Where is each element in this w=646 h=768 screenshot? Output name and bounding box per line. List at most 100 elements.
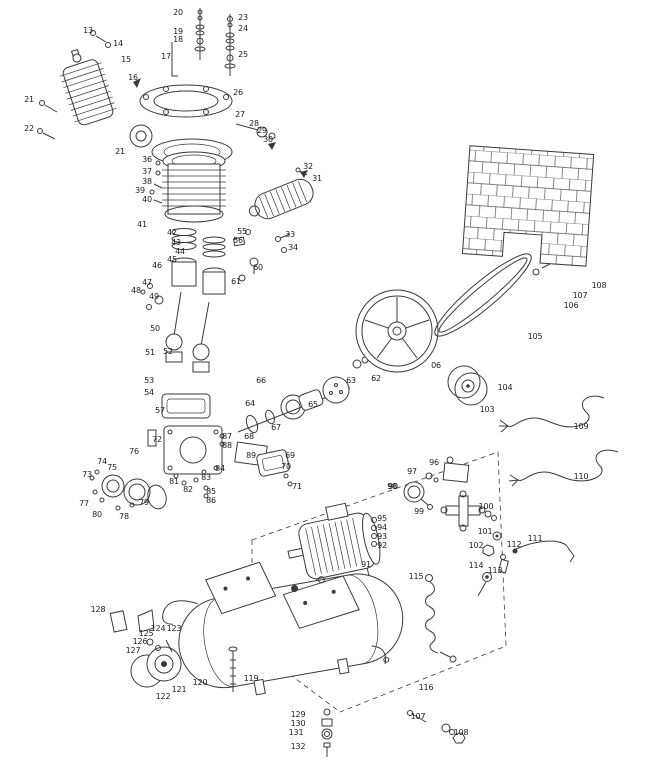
callout-29: 29: [257, 126, 267, 135]
callout-104: 104: [497, 383, 513, 392]
callout-101: 101: [477, 527, 493, 536]
callout-65: 65: [308, 400, 318, 409]
callout-83: 83: [201, 473, 211, 482]
callout-62: 62: [371, 374, 381, 383]
callout-108: 108: [591, 281, 607, 290]
callout-78: 78: [119, 512, 129, 521]
callout-06: 06: [431, 361, 441, 370]
callout-13: 13: [83, 26, 93, 35]
intake-muffler: [248, 167, 314, 220]
callout-54: 54: [144, 388, 154, 397]
callout-75: 75: [107, 463, 117, 472]
mounting-feet: [109, 609, 173, 653]
callout-26: 26: [233, 88, 243, 97]
callout-72: 72: [152, 435, 162, 444]
callout-21: 21: [115, 147, 125, 156]
callout-63: 63: [346, 376, 356, 385]
callout-107: 107: [410, 712, 426, 721]
callout-18: 18: [173, 35, 183, 44]
callout-123: 123: [166, 624, 182, 633]
callout-69: 69: [285, 451, 295, 460]
callout-92: 92: [377, 541, 387, 550]
callout-96: 96: [429, 458, 439, 467]
tank-fittings: [407, 710, 466, 744]
callout-107: 107: [572, 291, 588, 300]
callout-126: 126: [132, 637, 148, 646]
callout-132: 132: [290, 742, 306, 751]
callout-22: 22: [24, 124, 34, 133]
callout-115: 115: [408, 572, 424, 581]
drive-belt: [434, 253, 532, 337]
callout-71: 71: [292, 482, 302, 491]
callout-21: 21: [24, 95, 34, 104]
callout-40: 40: [142, 195, 152, 204]
callout-121: 121: [171, 685, 187, 694]
callout-120: 120: [192, 678, 208, 687]
head-bolt-hardware: [171, 8, 236, 77]
callout-24: 24: [238, 24, 248, 33]
callout-45: 45: [167, 255, 177, 264]
callout-87: 87: [222, 432, 232, 441]
callout-57: 57: [155, 406, 165, 415]
callout-103: 103: [479, 405, 495, 414]
callout-116: 116: [418, 683, 434, 692]
discharge-tube: [497, 540, 575, 574]
callout-81: 81: [169, 477, 179, 486]
callout-19: 19: [173, 27, 183, 36]
callout-131: 131: [288, 728, 304, 737]
callout-41: 41: [137, 220, 147, 229]
callout-32: 32: [303, 162, 313, 171]
callout-99: 99: [414, 507, 424, 516]
callout-60: 60: [253, 263, 263, 272]
flywheel: [355, 289, 439, 373]
callout-34: 34: [288, 243, 298, 252]
callout-125: 125: [138, 629, 154, 638]
callout-28: 28: [249, 119, 259, 128]
callout-53: 53: [144, 376, 154, 385]
callout-114: 114: [468, 561, 484, 570]
callout-127: 127: [125, 646, 141, 655]
callout-130: 130: [290, 719, 306, 728]
callout-51: 51: [145, 348, 155, 357]
callout-73: 73: [82, 470, 92, 479]
callout-36: 36: [142, 155, 152, 164]
callout-39: 39: [135, 186, 145, 195]
air-tank: [162, 561, 404, 696]
callout-112: 112: [506, 540, 522, 549]
belt-guard-grille: [461, 145, 595, 267]
crankshaft: [237, 356, 369, 434]
callout-108: 108: [453, 728, 469, 737]
callout-25: 25: [238, 50, 248, 59]
callout-44: 44: [175, 247, 185, 256]
grille-fastener: [532, 263, 551, 276]
callout-30: 30: [263, 135, 273, 144]
connecting-rods: [165, 291, 210, 373]
callout-33: 33: [285, 230, 295, 239]
callout-20: 20: [173, 8, 183, 17]
flexible-hose: [425, 572, 492, 663]
wiring-harness-lower: [508, 449, 619, 487]
callout-52: 52: [163, 347, 173, 356]
callout-82: 82: [183, 485, 193, 494]
callout-67: 67: [271, 423, 281, 432]
callout-49: 49: [149, 292, 159, 301]
callout-27: 27: [235, 110, 245, 119]
pressure-switch: [425, 456, 502, 557]
callout-110: 110: [573, 472, 589, 481]
callout-23: 23: [238, 13, 248, 22]
callout-86: 86: [206, 496, 216, 505]
callout-38: 38: [142, 177, 152, 186]
callout-105: 105: [527, 332, 543, 341]
callout-93: 93: [377, 532, 387, 541]
callout-61: 61: [231, 277, 241, 286]
piston-rings: [171, 228, 291, 282]
callout-128: 128: [90, 605, 106, 614]
callout-122: 122: [155, 692, 171, 701]
callout-70: 70: [281, 462, 291, 471]
callout-109: 109: [573, 422, 589, 431]
pistons: [140, 257, 226, 310]
callout-95: 95: [377, 514, 387, 523]
callout-85: 85: [206, 487, 216, 496]
callout-77: 77: [79, 499, 89, 508]
callout-94: 94: [377, 523, 387, 532]
